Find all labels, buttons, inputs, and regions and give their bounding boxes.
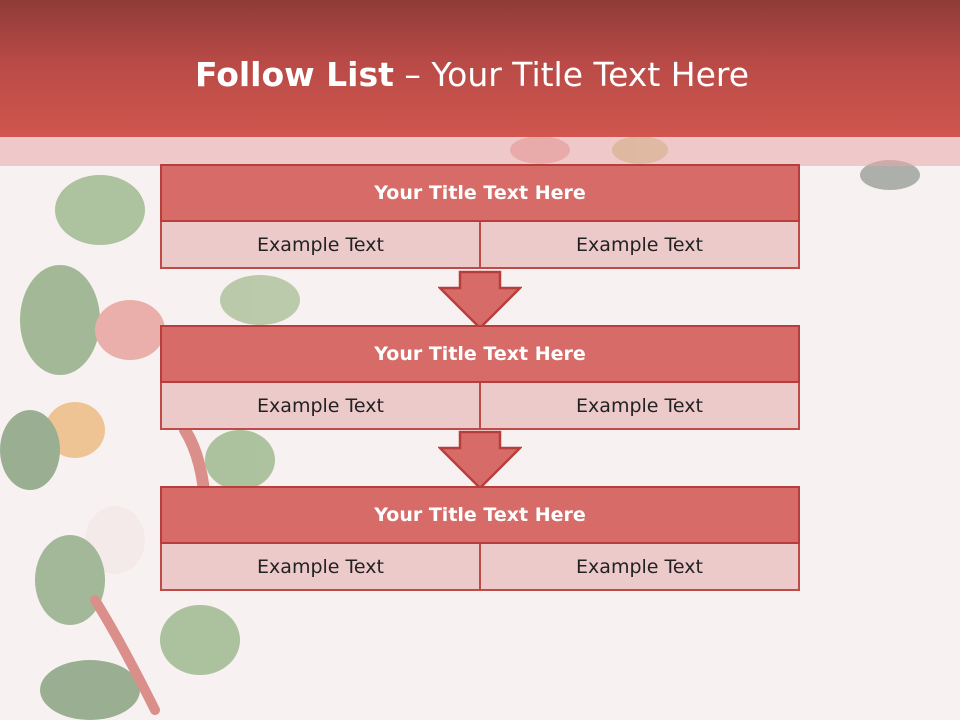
step-cell-left: Example Text <box>160 544 481 591</box>
step-block-1: Your Title Text Here Example Text Exampl… <box>160 164 800 269</box>
step-block-2: Your Title Text Here Example Text Exampl… <box>160 325 800 430</box>
header-strip <box>0 137 960 166</box>
step-cell-right: Example Text <box>481 222 800 269</box>
step-title: Your Title Text Here <box>160 164 800 222</box>
step-title: Your Title Text Here <box>160 325 800 383</box>
down-arrow-icon <box>438 270 522 330</box>
down-arrow-icon <box>438 430 522 490</box>
step-cell-left: Example Text <box>160 222 481 269</box>
step-title: Your Title Text Here <box>160 486 800 544</box>
step-row: Example Text Example Text <box>160 222 800 269</box>
step-cell-left: Example Text <box>160 383 481 430</box>
step-row: Example Text Example Text <box>160 383 800 430</box>
step-row: Example Text Example Text <box>160 544 800 591</box>
page-title-bold: Follow List <box>194 55 394 94</box>
page-title: Follow List – Your Title Text Here <box>0 52 944 98</box>
step-cell-right: Example Text <box>481 544 800 591</box>
page-title-rest: – Your Title Text Here <box>393 55 750 94</box>
step-cell-right: Example Text <box>481 383 800 430</box>
step-block-3: Your Title Text Here Example Text Exampl… <box>160 486 800 591</box>
header-bar <box>0 0 960 137</box>
